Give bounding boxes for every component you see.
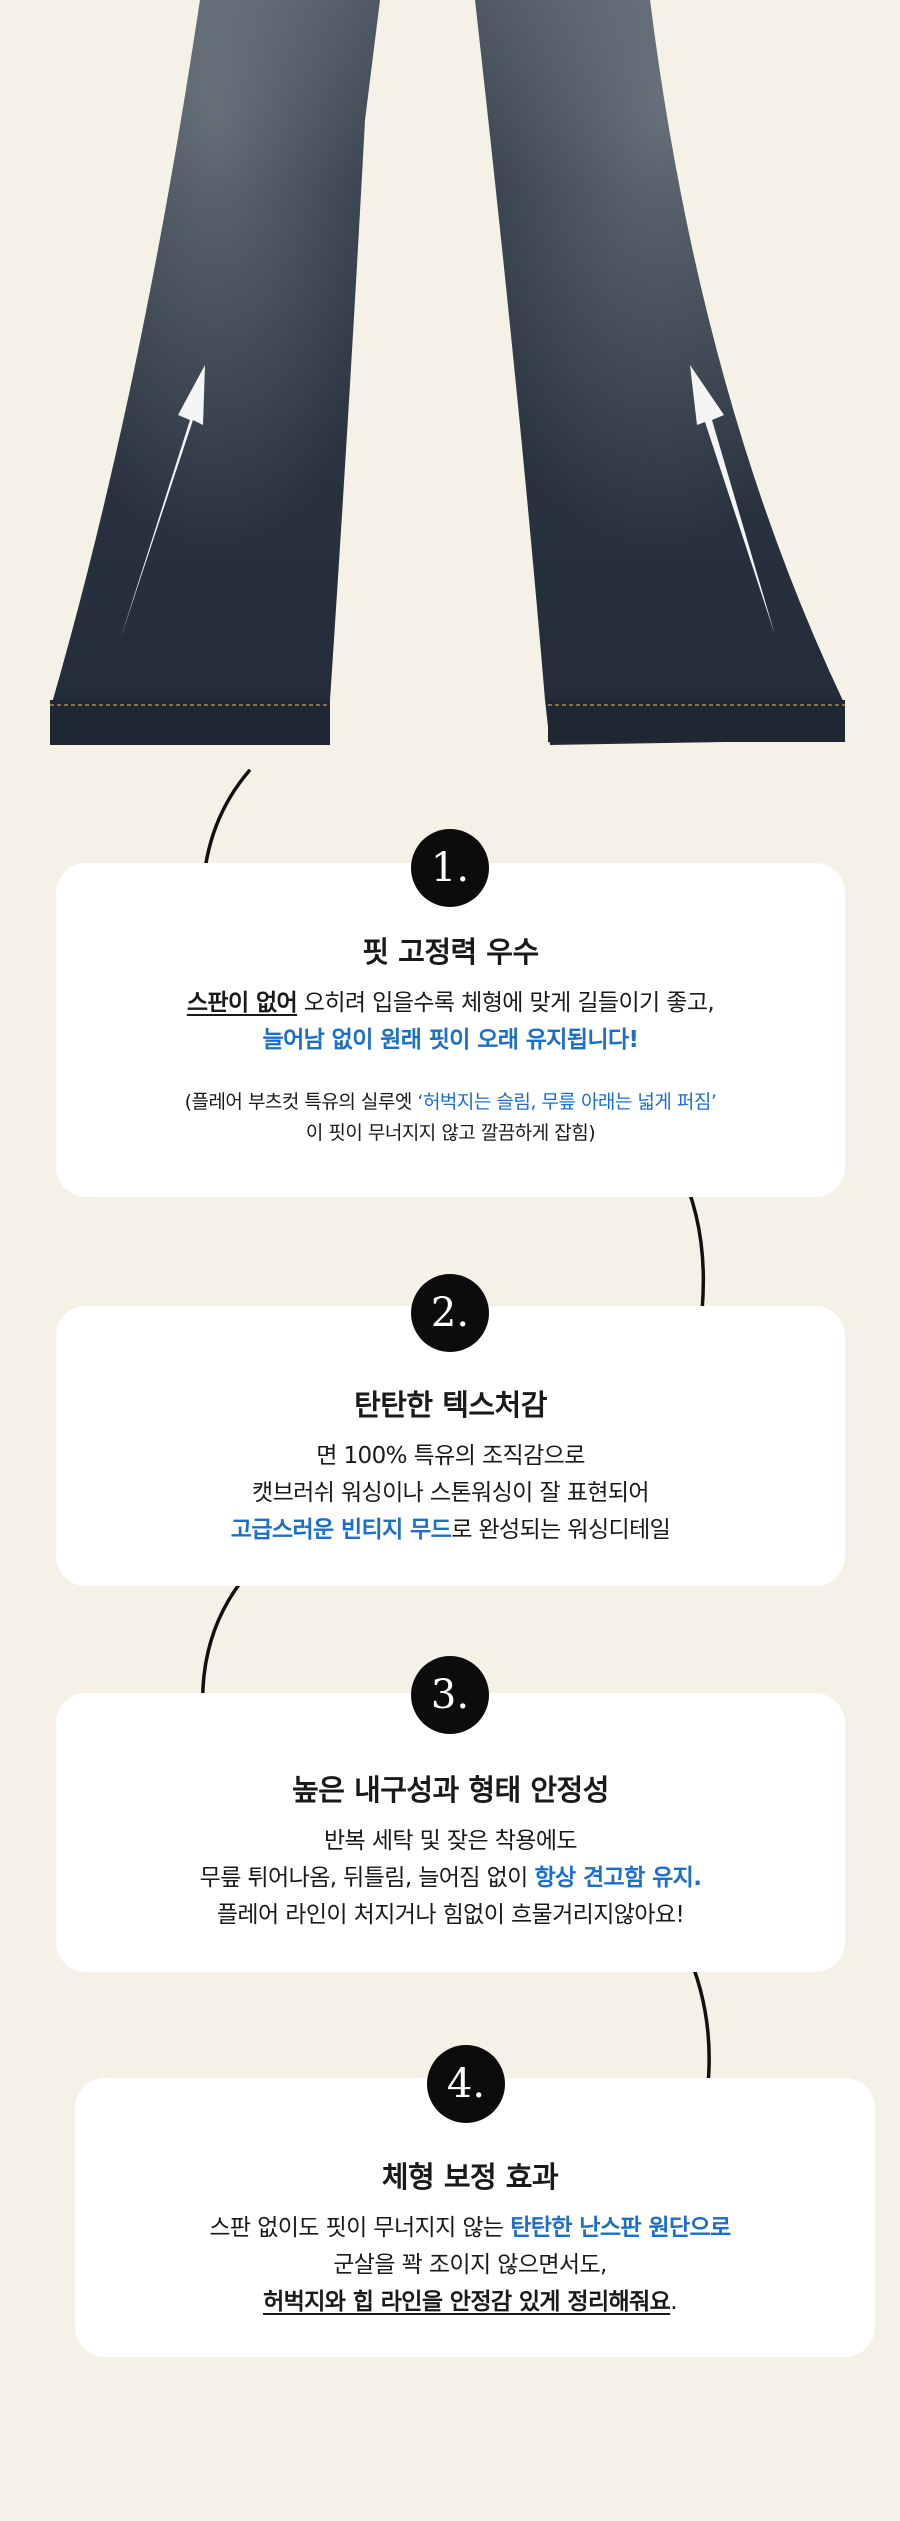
highlight-blue: 탄탄한 난스판 원단으로 [510, 2215, 731, 2241]
feature-body: 스판이 없어 오히려 입을수록 체형에 맞게 길들이기 좋고, 늘어남 없이 원… [56, 985, 845, 1059]
note-text: (플레어 부츠컷 특유의 실루엣 [184, 1091, 418, 1113]
highlight-blue: 늘어남 없이 원래 핏이 오래 유지됩니다! [262, 1027, 639, 1053]
body-text: 로 완성되는 워싱디테일 [451, 1517, 671, 1543]
feature-card-4: 체형 보정 효과 스판 없이도 핏이 무너지지 않는 탄탄한 난스판 원단으로 … [75, 2078, 875, 2357]
body-text: 면 100% 특유의 조직감으로 [316, 1443, 585, 1469]
body-text: 무릎 튀어나옴, 뒤틀림, 늘어짐 없이 [199, 1865, 535, 1891]
feature-card-2: 탄탄한 텍스처감 면 100% 특유의 조직감으로 캣브러쉬 워싱이나 스톤워싱… [56, 1306, 845, 1586]
body-text: 오히려 입을수록 체형에 맞게 길들이기 좋고, [297, 990, 715, 1016]
note-highlight: ‘허벅지는 슬림, 무릎 아래는 넓게 퍼짐’ [417, 1091, 717, 1113]
body-text: 스판 없이도 핏이 무너지지 않는 [209, 2215, 511, 2241]
flare-jeans-image [50, 0, 845, 745]
feature-title: 탄탄한 텍스처감 [354, 1388, 547, 1422]
feature-card-3: 높은 내구성과 형태 안정성 반복 세탁 및 잦은 착용에도 무릎 튀어나옴, … [56, 1693, 845, 1972]
step-badge-3: 3. [411, 1656, 489, 1734]
step-badge-2: 2. [411, 1274, 489, 1352]
feature-note: (플레어 부츠컷 특유의 실루엣 ‘허벅지는 슬림, 무릎 아래는 넓게 퍼짐’… [56, 1087, 845, 1149]
feature-title: 체형 보정 효과 [381, 2160, 559, 2194]
feature-card-1: 핏 고정력 우수 스판이 없어 오히려 입을수록 체형에 맞게 길들이기 좋고,… [56, 863, 845, 1197]
body-text: 반복 세탁 및 잦은 착용에도 [323, 1828, 578, 1854]
body-text: 군살을 꽉 조이지 않으면서도, [333, 2252, 607, 2278]
step-badge-1: 1. [411, 829, 489, 907]
highlight-blue: 항상 견고함 유지. [534, 1865, 702, 1891]
feature-body: 반복 세탁 및 잦은 착용에도 무릎 튀어나옴, 뒤틀림, 늘어짐 없이 항상 … [56, 1823, 845, 1934]
body-text: . [670, 2289, 677, 2315]
highlight-underline: 스판이 없어 [186, 990, 298, 1016]
step-badge-4: 4. [427, 2045, 505, 2123]
body-text: 캣브러쉬 워싱이나 스톤워싱이 잘 표현되어 [252, 1480, 650, 1506]
feature-title: 핏 고정력 우수 [362, 935, 539, 969]
highlight-underline: 허벅지와 힙 라인을 안정감 있게 정리해줘요 [263, 2289, 671, 2315]
arrow-up-right-icon [690, 365, 775, 635]
highlight-blue: 고급스러운 빈티지 무드 [230, 1517, 452, 1543]
arrow-up-left-icon [120, 365, 205, 640]
body-text: 플레어 라인이 처지거나 힘없이 흐물거리지않아요! [216, 1902, 685, 1928]
note-text: 이 핏이 무너지지 않고 깔끔하게 잡힘) [305, 1122, 596, 1144]
feature-body: 면 100% 특유의 조직감으로 캣브러쉬 워싱이나 스톤워싱이 잘 표현되어 … [56, 1438, 845, 1549]
feature-title: 높은 내구성과 형태 안정성 [292, 1773, 609, 1807]
feature-body: 스판 없이도 핏이 무너지지 않는 탄탄한 난스판 원단으로 군살을 꽉 조이지… [75, 2210, 865, 2321]
